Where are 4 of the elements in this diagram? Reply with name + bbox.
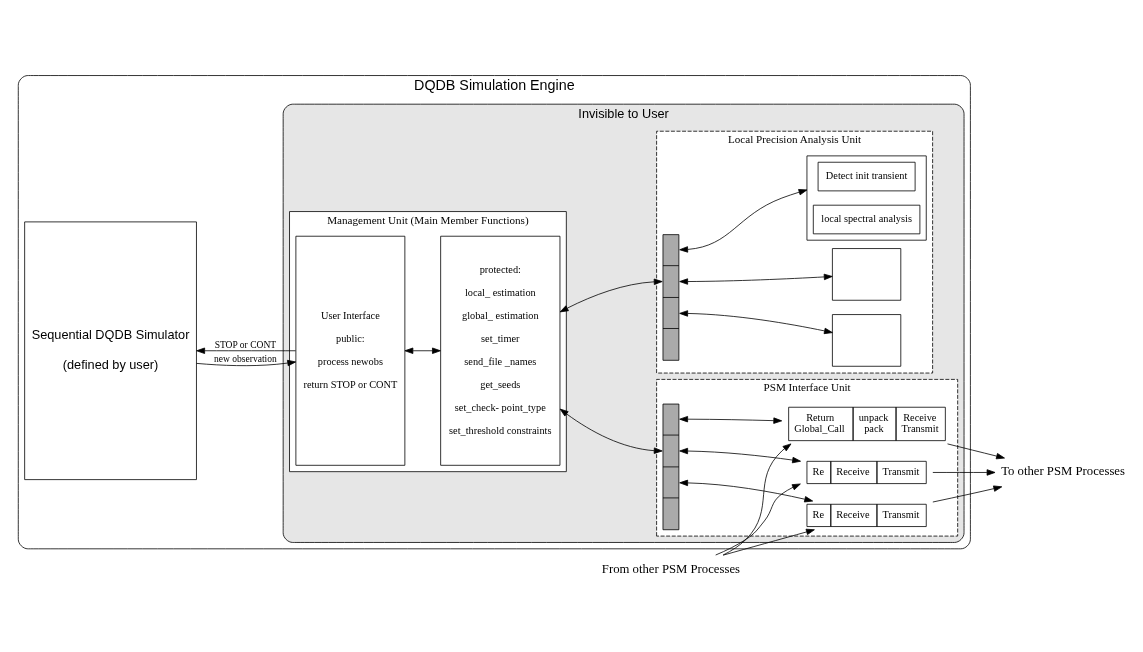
node-text: From other PSM Processes (601, 561, 741, 576)
edge-label: STOP or CONT (214, 338, 277, 350)
edge-label: new observation (214, 352, 277, 364)
node-text: To other PSM Processes (1001, 463, 1125, 478)
